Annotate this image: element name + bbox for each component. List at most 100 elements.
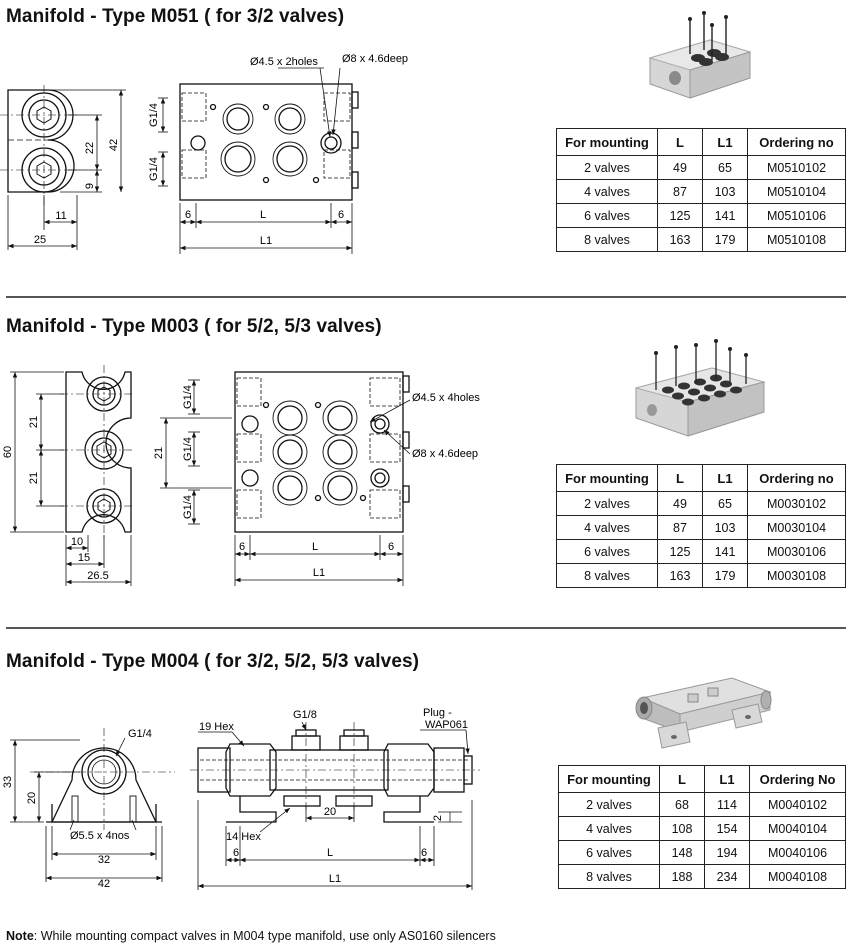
drawing-m004: 33 20 G1/4 Ø5.5 x 4nos 32 42 [0,700,555,900]
port-g14-upper: G1/4 [148,103,160,127]
cell: 87 [657,515,703,540]
section-title-m004: Manifold - Type M004 ( for 3/2, 5/2, 5/3… [6,651,420,672]
port-g14-b: G1/4 [182,437,194,461]
drawing-m051: 22 9 42 11 25 [0,40,555,260]
cell: M0040106 [749,840,846,865]
cell: 6 valves [556,203,658,228]
dim-6-right: 6 [421,847,427,859]
cell: 114 [704,792,750,817]
cell: M0040104 [749,816,846,841]
col-header: L [657,128,703,156]
cell: 6 valves [556,539,658,564]
dim-11: 11 [55,210,66,222]
col-header: Ordering no [747,464,846,492]
section-title-m051: Manifold - Type M051 ( for 3/2 valves) [6,6,345,27]
dim-20: 20 [26,792,38,804]
col-header: L [659,765,705,793]
col-header: For mounting [556,464,658,492]
label-19-hex: 19 Hex [199,721,234,733]
label-holes: Ø4.5 x 2holes [250,56,318,68]
cell: M0510104 [747,179,846,204]
port-g14: G1/4 [128,728,152,740]
dim-32: 32 [98,854,110,866]
cell: M0030102 [747,491,846,516]
cell: 163 [657,227,703,252]
m003-side-view [60,365,135,540]
cell: 188 [659,864,705,889]
dim-l1: L1 [313,567,325,579]
dim-21-lower: 21 [28,472,40,484]
cell: 154 [704,816,750,841]
cell: 103 [702,515,748,540]
cell: M0030104 [747,515,846,540]
dim-60: 60 [2,446,14,458]
cell: 8 valves [556,563,658,588]
cell: 49 [657,491,703,516]
dim-l1: L1 [329,873,341,885]
label-plug-part: WAP061 [425,719,468,731]
dim-l1: L1 [260,235,272,247]
dim-10: 10 [71,536,83,548]
col-header: For mounting [556,128,658,156]
dim-l: L [327,847,333,859]
cell: 141 [702,539,748,564]
col-header: L1 [702,128,748,156]
cell: 2 valves [558,792,660,817]
dim-6-right: 6 [338,209,344,221]
cell: 4 valves [558,816,660,841]
dim-2: 2 [432,815,444,821]
port-g18: G1/8 [293,709,317,721]
dim-9: 9 [84,183,96,189]
cell: 194 [704,840,750,865]
cell: 179 [702,563,748,588]
cell: 6 valves [558,840,660,865]
cell: 125 [657,539,703,564]
label-plug: Plug - [423,707,452,719]
section-divider [6,627,846,629]
section-divider [6,296,846,298]
cell: 179 [702,227,748,252]
cell: 65 [702,155,748,180]
col-header: L1 [704,765,750,793]
dim-6-left: 6 [185,209,191,221]
cell: M0040108 [749,864,846,889]
cell: M0040102 [749,792,846,817]
dim-l: L [260,209,266,221]
col-header: For mounting [558,765,660,793]
cell: M0030106 [747,539,846,564]
label-holes: Ø4.5 x 4holes [412,392,480,404]
col-header: L [657,464,703,492]
cell: M0030108 [747,563,846,588]
cell: 87 [657,179,703,204]
cell: 4 valves [556,179,658,204]
label-deep: Ø8 x 4.6deep [412,448,478,460]
dim-25: 25 [34,234,46,246]
dim-42: 42 [98,878,110,890]
cell: 125 [657,203,703,228]
col-header: L1 [702,464,748,492]
footnote: Note: While mounting compact valves in M… [6,929,496,943]
cell: 103 [702,179,748,204]
drawing-m003: 60 21 21 10 15 26.5 [0,360,555,590]
cell: 163 [657,563,703,588]
cell: 4 valves [556,515,658,540]
cell: 141 [702,203,748,228]
port-g14-c: G1/4 [182,495,194,519]
cell: M0510106 [747,203,846,228]
dim-21-upper: 21 [28,416,40,428]
photo-m051 [640,6,760,106]
